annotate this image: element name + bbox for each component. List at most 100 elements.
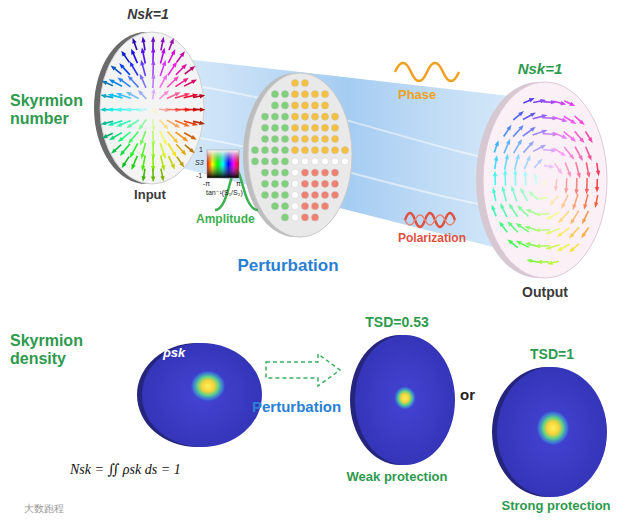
spin-arrowhead	[172, 62, 177, 68]
meta-atom	[291, 113, 298, 120]
meta-atom	[291, 158, 298, 165]
meta-atom	[331, 169, 338, 176]
spin-arrowhead	[132, 164, 136, 170]
meta-atom	[301, 158, 308, 165]
spin-arrowhead	[557, 232, 563, 237]
meta-atom	[301, 203, 308, 210]
spin-arrowhead	[102, 134, 108, 138]
spin-arrowhead	[128, 138, 133, 144]
spin-arrowhead	[151, 73, 155, 79]
spin-arrowhead	[118, 137, 124, 142]
spin-arrowhead	[138, 125, 143, 131]
meta-atom	[261, 147, 268, 154]
spin-arrowhead	[533, 173, 537, 179]
spin-arrowhead	[569, 102, 575, 106]
meta-atom	[291, 135, 298, 142]
spin-arrowhead	[571, 137, 577, 142]
spin-arrowhead	[567, 171, 571, 177]
tsd-value: TSD=1	[530, 346, 574, 362]
meta-atom	[251, 147, 258, 154]
spin-arrowhead	[107, 108, 113, 112]
spin-arrowhead	[140, 60, 144, 66]
meta-atom	[301, 79, 308, 86]
meta-atom	[301, 135, 308, 142]
meta-atom	[341, 158, 348, 165]
spin-arrowhead	[520, 187, 525, 193]
spin-arrowhead	[109, 79, 115, 84]
spin-arrowhead	[583, 204, 587, 210]
skyrmion-number: Nsk=1	[127, 6, 169, 22]
meta-atom	[321, 169, 328, 176]
meta-atom	[291, 147, 298, 154]
spin-arrowhead	[570, 219, 575, 225]
meta-atom	[311, 158, 318, 165]
meta-atom	[301, 102, 308, 109]
spin-arrowhead	[546, 215, 552, 220]
meta-atom	[341, 147, 348, 154]
skyrmion-number: Nsk=1	[518, 60, 563, 77]
spin-arrowhead	[525, 242, 531, 246]
spin-arrowhead	[545, 245, 551, 249]
amplitude-label: Amplitude	[196, 213, 255, 227]
colormap-hue	[207, 150, 239, 178]
perturbation-disk	[248, 73, 352, 237]
spin-arrowhead	[163, 140, 167, 146]
perturbation-label: Perturbation	[237, 256, 338, 276]
density-symbol: ρsk	[163, 346, 185, 361]
output-label: Output	[522, 284, 568, 300]
density-disk	[142, 343, 262, 447]
spin-arrowhead	[569, 247, 575, 252]
meta-atom	[321, 203, 328, 210]
meta-atom	[331, 147, 338, 154]
meta-atom	[281, 203, 288, 210]
output-arrows	[492, 98, 600, 265]
meta-atom	[271, 203, 278, 210]
spin-arrowhead	[142, 37, 146, 43]
colormap-shade	[207, 150, 239, 178]
meta-atom	[281, 180, 288, 187]
meta-atom	[271, 158, 278, 165]
spin-arrowhead	[518, 125, 523, 131]
spin-arrowhead	[557, 169, 562, 175]
spin-arrowhead	[505, 154, 509, 160]
spin-arrowhead	[173, 138, 178, 144]
spin-arrowhead	[171, 49, 175, 55]
meta-atom	[291, 102, 298, 109]
spin-arrowhead	[578, 155, 583, 161]
spin-arrowhead	[128, 76, 133, 82]
meta-atom	[301, 91, 308, 98]
spin-arrowhead	[183, 137, 189, 142]
meta-atom	[311, 191, 318, 198]
spin-arrowhead	[151, 59, 155, 65]
spin-arrowhead	[507, 239, 513, 244]
meta-atom	[311, 180, 318, 187]
spin-arrowhead	[571, 119, 577, 124]
meta-atom	[291, 191, 298, 198]
spin-arrowhead	[500, 203, 504, 209]
spin-arrowhead	[163, 124, 168, 130]
meta-atom	[271, 113, 278, 120]
spin-arrowhead	[526, 155, 530, 161]
spin-arrowhead	[562, 135, 568, 139]
spin-arrowhead	[117, 77, 123, 82]
spin-arrowhead	[518, 111, 524, 116]
spin-arrowhead	[160, 176, 164, 182]
spin-arrowhead	[569, 154, 574, 160]
meta-atom	[271, 91, 278, 98]
spin-arrowhead	[579, 138, 584, 144]
spin-arrowhead	[162, 60, 166, 66]
meta-atom	[261, 158, 268, 165]
spin-arrowhead	[502, 186, 506, 192]
meta-atom	[321, 147, 328, 154]
spin-arrowhead	[190, 66, 196, 71]
spin-arrowhead	[126, 123, 132, 128]
meta-atom	[301, 147, 308, 154]
spin-arrowhead	[558, 218, 563, 224]
meta-atom	[271, 169, 278, 176]
spin-arrowhead	[170, 38, 174, 44]
spin-arrowhead	[573, 204, 577, 210]
spin-arrowhead	[151, 47, 155, 53]
polarization-label: Polarization	[398, 232, 466, 246]
spin-arrowhead	[540, 145, 546, 150]
spin-arrowhead	[529, 141, 534, 147]
